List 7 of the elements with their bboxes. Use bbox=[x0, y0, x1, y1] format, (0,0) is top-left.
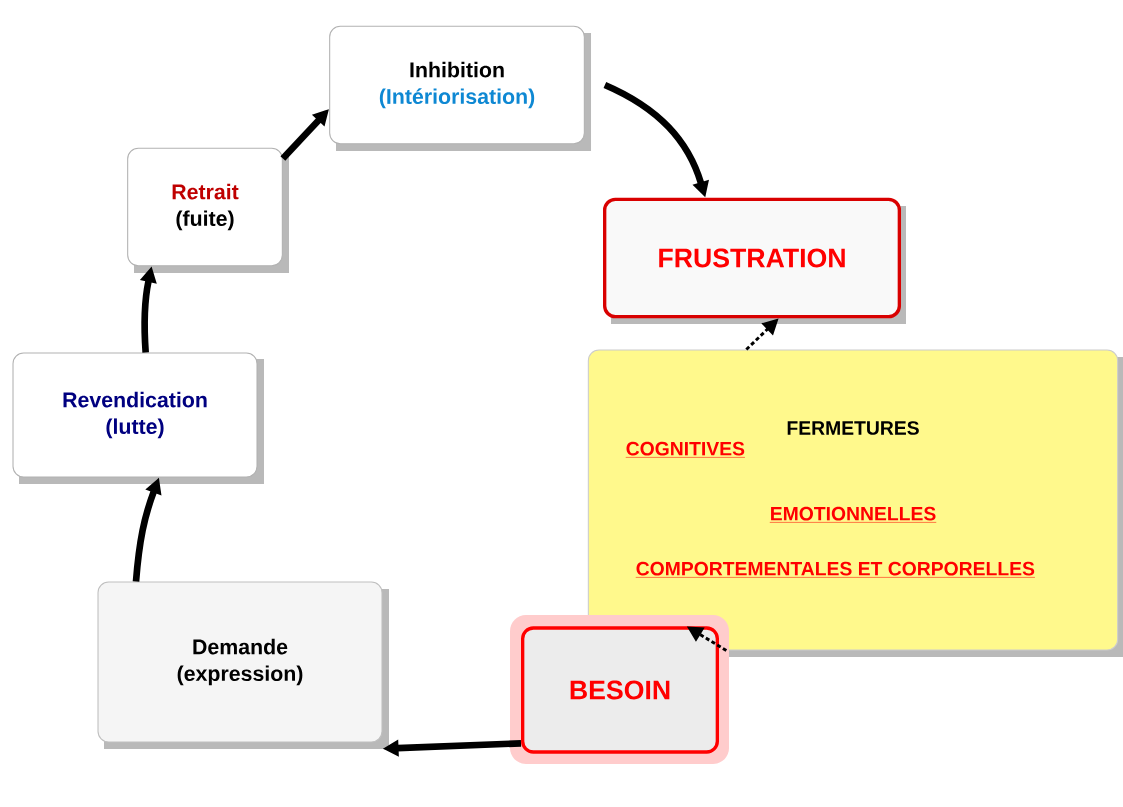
process-box: Demande (expression) bbox=[97, 581, 389, 749]
process-box: FRUSTRATION bbox=[603, 197, 906, 324]
process-box: Retrait (fuite) bbox=[127, 147, 289, 273]
process-box: Inhibition (Intériorisation) bbox=[329, 25, 591, 151]
frame-box: FERMETURES COGNITIVES EMOTIONNELLES COMPORTEMENTALES ET CORPORELLES bbox=[587, 349, 1123, 657]
process-box: Revendication (lutte) bbox=[12, 352, 264, 484]
process-box: BESOIN bbox=[510, 615, 729, 764]
